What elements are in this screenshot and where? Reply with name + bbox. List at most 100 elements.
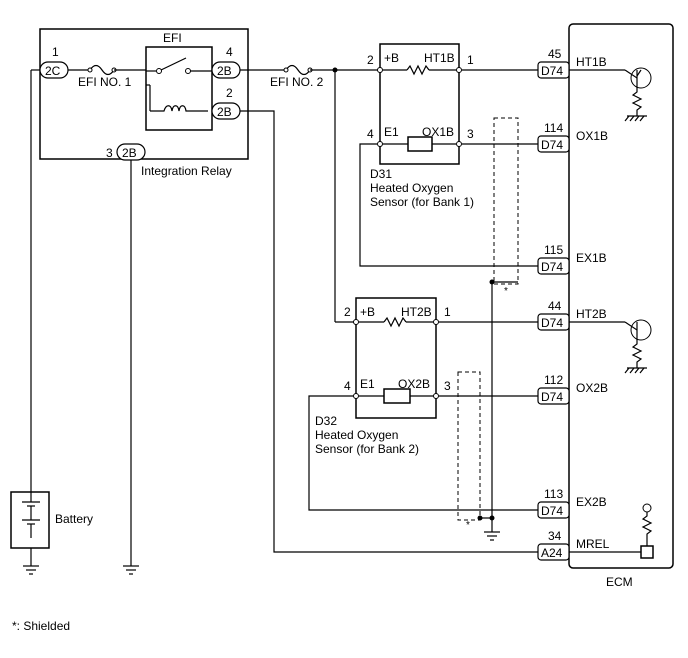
relay-pin-1: 1: [52, 45, 59, 59]
ecm-connector-label: D74: [541, 390, 563, 404]
ecm-wiring: * *: [240, 69, 538, 553]
fuse-efi-no2: [285, 64, 311, 76]
ecm-terminals: D7445HT1BD74114OX1BD74115EX1BD7444HT2BD7…: [537, 47, 610, 561]
ecm-label: ECM: [606, 575, 633, 589]
wire-mrel: [240, 110, 538, 553]
integration-relay-box: [39, 28, 249, 160]
ecm-signal-name: OX1B: [576, 129, 608, 143]
fuse-efi-no1-label: EFI NO. 1: [78, 75, 132, 89]
d31-num-4: 4: [367, 127, 374, 141]
relay-coil: [150, 105, 208, 112]
d31-pin2-terminal: [377, 67, 383, 73]
d32-heater-resistor: [383, 316, 407, 328]
d32-pin3-terminal: [433, 393, 439, 399]
ecm-ht1b-ground-hatch: [624, 115, 645, 122]
d32-name-line2: Sensor (for Bank 2): [315, 442, 419, 456]
ecm: ECM D7445HT1BD74114OX1BD74115EX1BD7444HT…: [537, 23, 674, 589]
ecm-terminal-number: 115: [544, 243, 563, 257]
ecm-box: [568, 23, 674, 569]
ecm-ht1b-transistor-c: [636, 69, 642, 77]
fuse-efi-no2-label: EFI NO. 2: [270, 75, 324, 89]
relay-contact-right: [185, 68, 191, 74]
sensor-d32: +B HT2B E1 OX2B 2 1 4 3 D32 Heated Oxyge…: [315, 297, 451, 456]
connector-2B-coil-label: 2B: [217, 105, 232, 119]
connector-2B-out-label: 2B: [217, 64, 232, 78]
d32-pin2-terminal: [353, 319, 359, 325]
wire-ex2b: [308, 395, 538, 511]
integration-relay: EFI 2C 1 2B 4 2B 2 2B 3 EFI NO. 1 Integr…: [39, 28, 249, 178]
ecm-connector-pill: [537, 501, 570, 519]
battery-box: [10, 491, 50, 549]
d31-num-1: 1: [467, 53, 474, 67]
d31-heater-resistor: [406, 64, 430, 76]
ecm-ht1b-transistor: [630, 67, 652, 89]
ecm-ht2b-transistor: [630, 319, 652, 341]
ecm-connector-label: D74: [541, 316, 563, 330]
sensor-d32-box: [355, 297, 437, 419]
ecm-terminal-number: 112: [544, 373, 563, 387]
ecm-ht1b-resistor: [631, 88, 643, 116]
d32-ox2b-label: OX2B: [398, 377, 430, 391]
relay-pin-4: 4: [226, 45, 233, 59]
sensor-d31-box: [379, 43, 460, 165]
d32-num-4: 4: [344, 379, 351, 393]
d32-ht2b-label: HT2B: [401, 305, 432, 319]
ecm-signal-name: MREL: [576, 537, 610, 551]
relay-pin-3: 3: [106, 146, 113, 160]
ecm-connector-label: A24: [541, 546, 563, 560]
ecm-connector-label: D74: [541, 138, 563, 152]
ecm-terminal-number: 44: [548, 299, 562, 313]
d32-e1-label: E1: [360, 377, 375, 391]
ecm-signal-name: HT2B: [576, 307, 607, 321]
ecm-terminal-number: 34: [548, 529, 562, 543]
d32-name-line1: Heated Oxygen: [315, 428, 398, 442]
efi-relay-label: EFI: [163, 31, 182, 45]
ecm-terminal-number: 114: [544, 121, 563, 135]
ecm-ht2b-transistor-lead: [624, 321, 638, 331]
ecm-signal-name: HT1B: [576, 55, 607, 69]
d32-num-3: 3: [444, 379, 451, 393]
d31-name-line2: Sensor (for Bank 1): [370, 195, 474, 209]
d32-pin1-terminal: [433, 319, 439, 325]
ecm-signal-name: OX2B: [576, 381, 608, 395]
ecm-connector-pill: [537, 387, 570, 405]
ecm-ht2b-resistor: [631, 340, 643, 368]
shield-mark-2: *: [466, 520, 470, 531]
fuse-efi-no1: [89, 64, 115, 76]
fuse1-terminal-left: [87, 67, 93, 73]
shield-bank2: [457, 371, 481, 521]
d31-pin3-terminal: [456, 141, 462, 147]
ecm-mrel-source: [642, 503, 652, 513]
relay-switch-arm: [160, 57, 187, 71]
ecm-connector-label: D74: [541, 504, 563, 518]
d31-ox1b-label: OX1B: [422, 125, 454, 139]
ecm-connector-label: D74: [541, 260, 563, 274]
ecm-connector-label: D74: [541, 64, 563, 78]
d32-code: D32: [315, 414, 337, 428]
ecm-signal-name: EX2B: [576, 495, 607, 509]
ecm-connector-pill: [537, 257, 570, 275]
d31-name-line1: Heated Oxygen: [370, 181, 453, 195]
wire-ex1b: [359, 143, 538, 267]
efi-no2-circuit: EFI NO. 2: [240, 64, 378, 323]
sensor-d31: +B HT1B E1 OX1B 2 1 4 3 D31 Heated Oxyge…: [367, 43, 474, 209]
d32-plusb-label: +B: [360, 305, 375, 319]
d32-sensor-element: [383, 388, 411, 404]
d31-num-3: 3: [467, 127, 474, 141]
d32-pin4-terminal: [353, 393, 359, 399]
d31-e1-label: E1: [384, 125, 399, 139]
d31-ht1b-label: HT1B: [424, 51, 455, 65]
shield-bank1: [493, 117, 519, 285]
relay-pin-2: 2: [226, 86, 233, 100]
ecm-ht1b-transistor-lead: [624, 69, 638, 79]
ecm-terminal-number: 45: [548, 47, 562, 61]
relay-contact-left: [156, 68, 162, 74]
ecm-connector-pill: [537, 135, 570, 153]
